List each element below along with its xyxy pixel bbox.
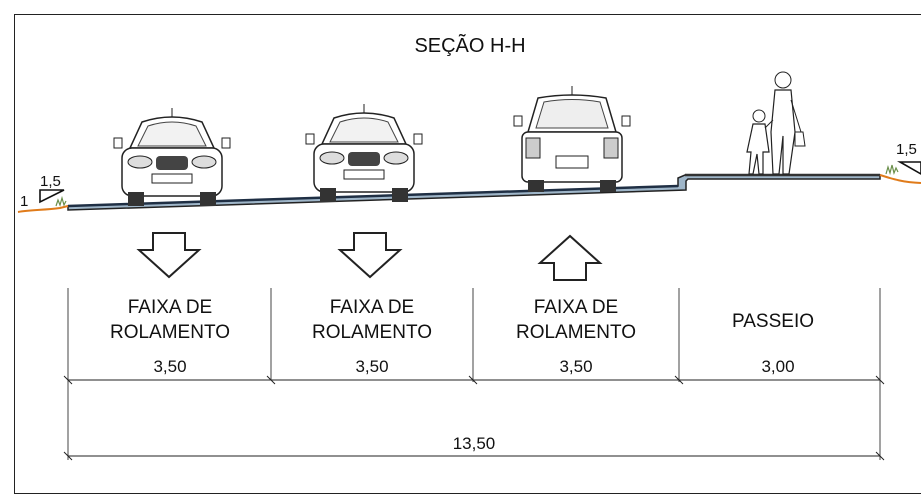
lane-1-label-line1: FAIXA DE	[128, 297, 212, 318]
total-width: 13,50	[453, 434, 496, 453]
pedestrians	[746, 71, 806, 175]
lane-3-width: 3,50	[559, 357, 592, 376]
road-surface	[67, 173, 881, 211]
lane-3-label-line1: FAIXA DE	[534, 297, 618, 318]
left-slope: 1,5 1	[17, 173, 69, 213]
lane-2-label-line1: FAIXA DE	[330, 297, 414, 318]
section-title: SEÇÃO H-H	[414, 33, 525, 57]
car-front-1	[113, 108, 231, 206]
lane-label-1: FAIXA DE ROLAMENTO	[110, 297, 230, 343]
car-front-2	[305, 104, 423, 202]
lane-arrow-1-down-icon	[136, 232, 202, 279]
lane-label-3: FAIXA DE ROLAMENTO	[516, 297, 636, 343]
left-slope-rise: 1	[20, 193, 28, 210]
lane-arrow-3-up-icon	[537, 234, 603, 281]
lane-arrow-2-down-icon	[337, 232, 403, 279]
lane-2-label-line2: ROLAMENTO	[312, 322, 432, 343]
right-slope: 1,5	[879, 141, 921, 184]
sidewalk-label: PASSEIO	[732, 311, 814, 332]
lane-1-label-line2: ROLAMENTO	[110, 322, 230, 343]
right-slope-run: 1,5	[896, 141, 917, 158]
extension-lines	[67, 288, 881, 460]
lane-1-width: 3,50	[153, 357, 186, 376]
lane-3-label-line2: ROLAMENTO	[516, 322, 636, 343]
sidewalk-width: 3,00	[761, 357, 794, 376]
left-slope-run: 1,5	[40, 173, 61, 190]
lane-2-width: 3,50	[355, 357, 388, 376]
lane-label-2: FAIXA DE ROLAMENTO	[312, 297, 432, 343]
car-rear	[513, 86, 631, 192]
